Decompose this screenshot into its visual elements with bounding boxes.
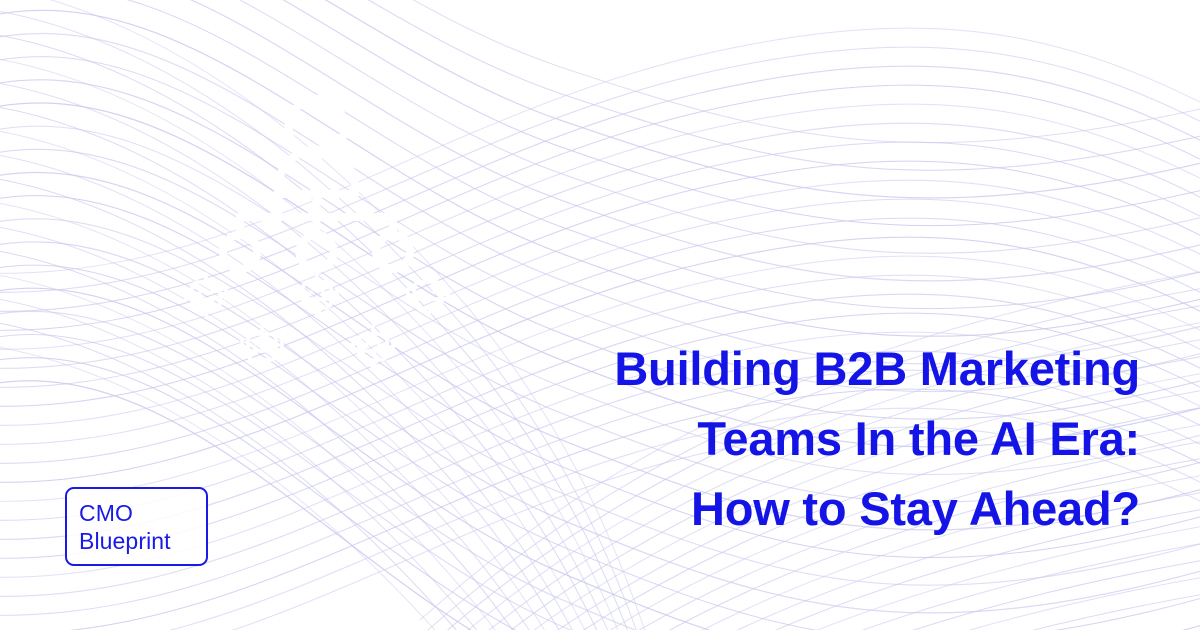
team-ai-illustration [184,95,450,369]
bot-head-group [184,272,450,369]
person-body-icon [274,145,359,198]
bot-head-icon [184,272,228,317]
brand-name-line-1: CMO [79,499,133,526]
headline-line-2: Teams In the AI Era: [697,412,1140,465]
org-node-circle-1 [219,231,261,273]
bot-head-icon [240,324,284,369]
page-title: Building B2B Marketing Teams In the AI E… [440,334,1140,544]
bot-head-icon [351,324,395,369]
headline-line-1: Building B2B Marketing [614,342,1140,395]
brand-name-line-2: Blueprint [79,527,171,554]
bot-head-icon [406,272,450,317]
org-node-circle-2 [295,231,338,273]
person-head-icon [284,95,349,159]
brand-logo-badge[interactable]: CMO Blueprint [65,487,208,566]
bot-head-icon [295,272,339,317]
headline-line-3: How to Stay Ahead? [690,482,1140,535]
org-node-circle-3 [372,231,414,273]
